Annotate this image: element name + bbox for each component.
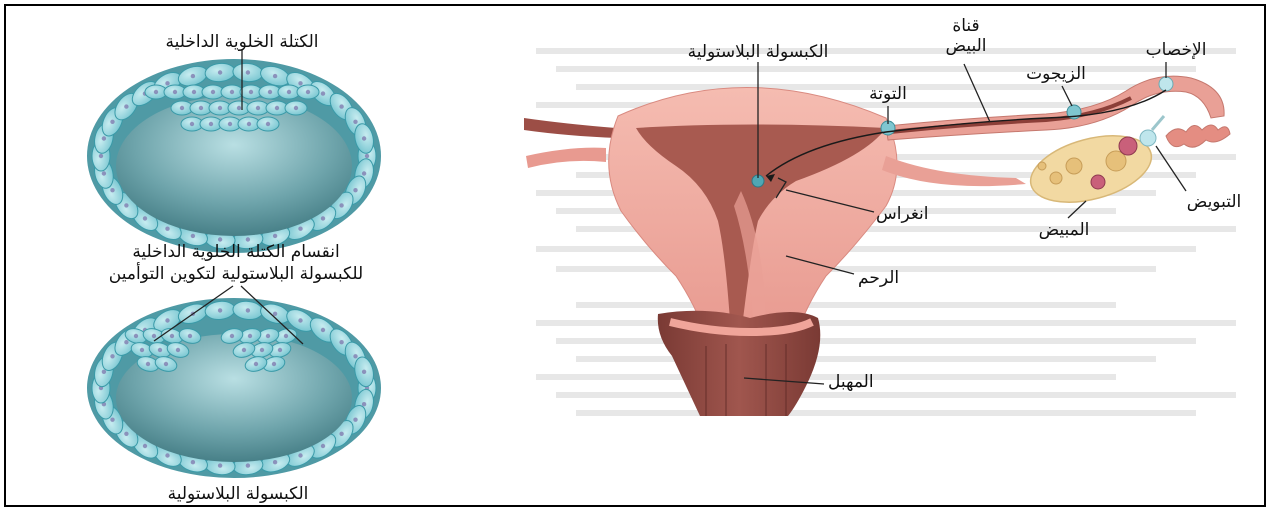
inner-cell-mass-label: الكتلة الخلوية الداخلية bbox=[165, 32, 318, 52]
blastocyst-label: الكبسولة البلاستولية bbox=[688, 42, 829, 62]
vagina-label: المهبل bbox=[828, 372, 874, 392]
figure-frame: الكتلة الخلوية الداخلية انقسام الكتلة ال… bbox=[4, 4, 1266, 507]
fallopian-tube-label-line2: البيض bbox=[946, 36, 987, 56]
ovulation-label: التبويض bbox=[1187, 192, 1242, 212]
fertilization-label: الإخصاب bbox=[1146, 40, 1207, 60]
zygote-label: الزيجوت bbox=[1026, 64, 1086, 84]
fallopian-tube-label-line1: قناة bbox=[952, 16, 979, 36]
uterus-label: الرحم bbox=[858, 268, 899, 288]
blastocyst-twins-illustration bbox=[87, 286, 381, 478]
implantation-label: انغراس bbox=[876, 204, 929, 224]
twin-division-label-line2: للكبسولة البلاستولية لتكوين التوأمين bbox=[109, 264, 363, 284]
morula-label: التوتة bbox=[869, 84, 907, 104]
ovary-label: المبيض bbox=[1039, 220, 1090, 240]
blastocyst-top-illustration bbox=[87, 50, 381, 253]
blastocyst-bottom-label: الكبسولة البلاستولية bbox=[168, 484, 309, 504]
twin-division-label-line1: انقسام الكتلة الخلوية الداخلية bbox=[132, 242, 339, 262]
